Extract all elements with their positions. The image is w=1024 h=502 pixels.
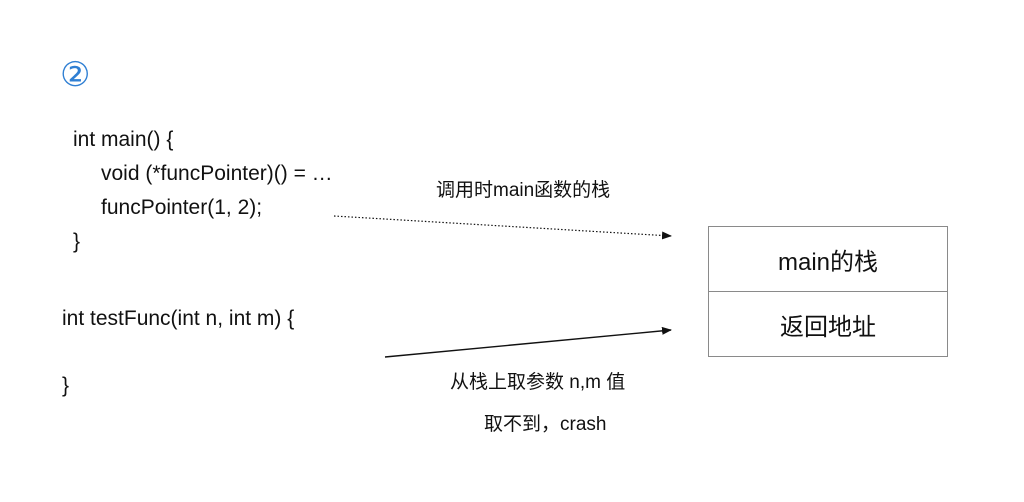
solid-arrow-to-return-address xyxy=(384,326,672,358)
code-main-open: int main() { xyxy=(73,128,174,151)
code-main-line1: void (*funcPointer)() = … xyxy=(101,162,333,185)
step-number: ② xyxy=(60,56,91,94)
dotted-arrow-to-main-stack xyxy=(333,215,672,240)
code-main-line2: funcPointer(1, 2); xyxy=(101,196,263,219)
code-test-open: int testFunc(int n, int m) { xyxy=(62,307,295,330)
read-params-label-line2: 取不到，crash xyxy=(484,414,607,435)
code-test-close: } xyxy=(62,374,70,397)
main-call-label: 调用时main函数的栈 xyxy=(436,180,611,201)
stack-cell-return-address: 返回地址 xyxy=(780,314,876,341)
read-params-label-line1: 从栈上取参数 n,m 值 xyxy=(450,372,626,393)
stack-diagram: main的栈 返回地址 xyxy=(708,226,948,357)
stack-cell-main-frame: main的栈 xyxy=(709,227,947,292)
code-main-close: } xyxy=(73,230,81,253)
